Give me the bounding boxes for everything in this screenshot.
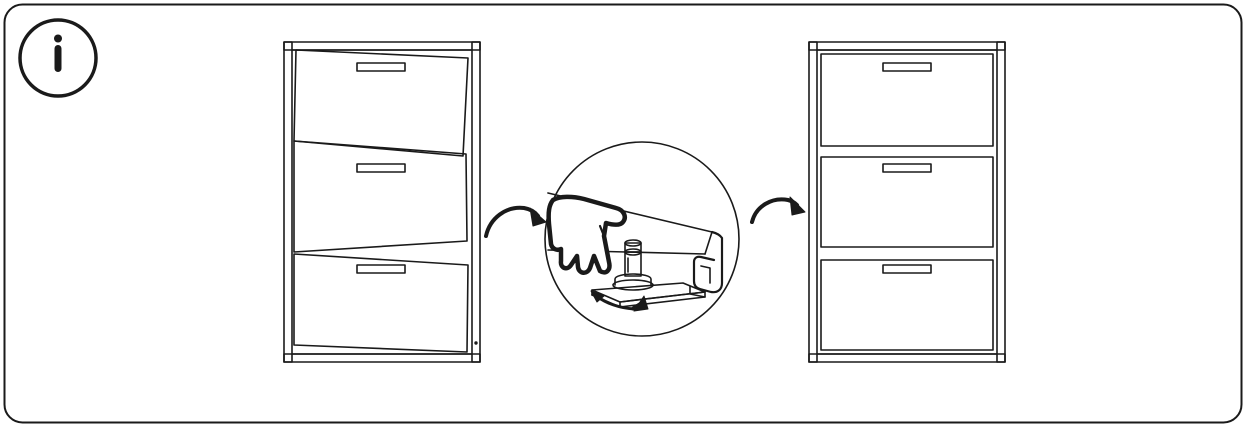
pointing-hand-icon — [546, 194, 627, 275]
curved-arrow-icon — [750, 196, 806, 224]
drawer-handle — [882, 62, 932, 72]
drawer-handle — [882, 163, 932, 173]
drawer-front-aligned — [820, 156, 994, 248]
curved-arrow-icon — [484, 205, 547, 238]
cabinet-misaligned — [283, 41, 481, 363]
drawer-handle — [356, 62, 406, 72]
cabinet-aligned — [808, 41, 1006, 363]
drawer-handle — [356, 163, 406, 173]
detail-magnifier — [544, 141, 740, 337]
drawer-front-misaligned — [293, 49, 469, 157]
drawer-front-misaligned — [293, 140, 468, 253]
adjustment-screw — [612, 239, 654, 291]
info-icon — [18, 18, 98, 98]
drawer-front-misaligned — [293, 253, 469, 353]
drawer-handle — [356, 264, 406, 274]
drawer-handle — [882, 264, 932, 274]
rotate-arrows-icon — [590, 290, 649, 312]
outer-frame — [3, 3, 1243, 424]
drawer-front-aligned — [820, 53, 994, 147]
drawer-front-aligned — [820, 259, 994, 351]
